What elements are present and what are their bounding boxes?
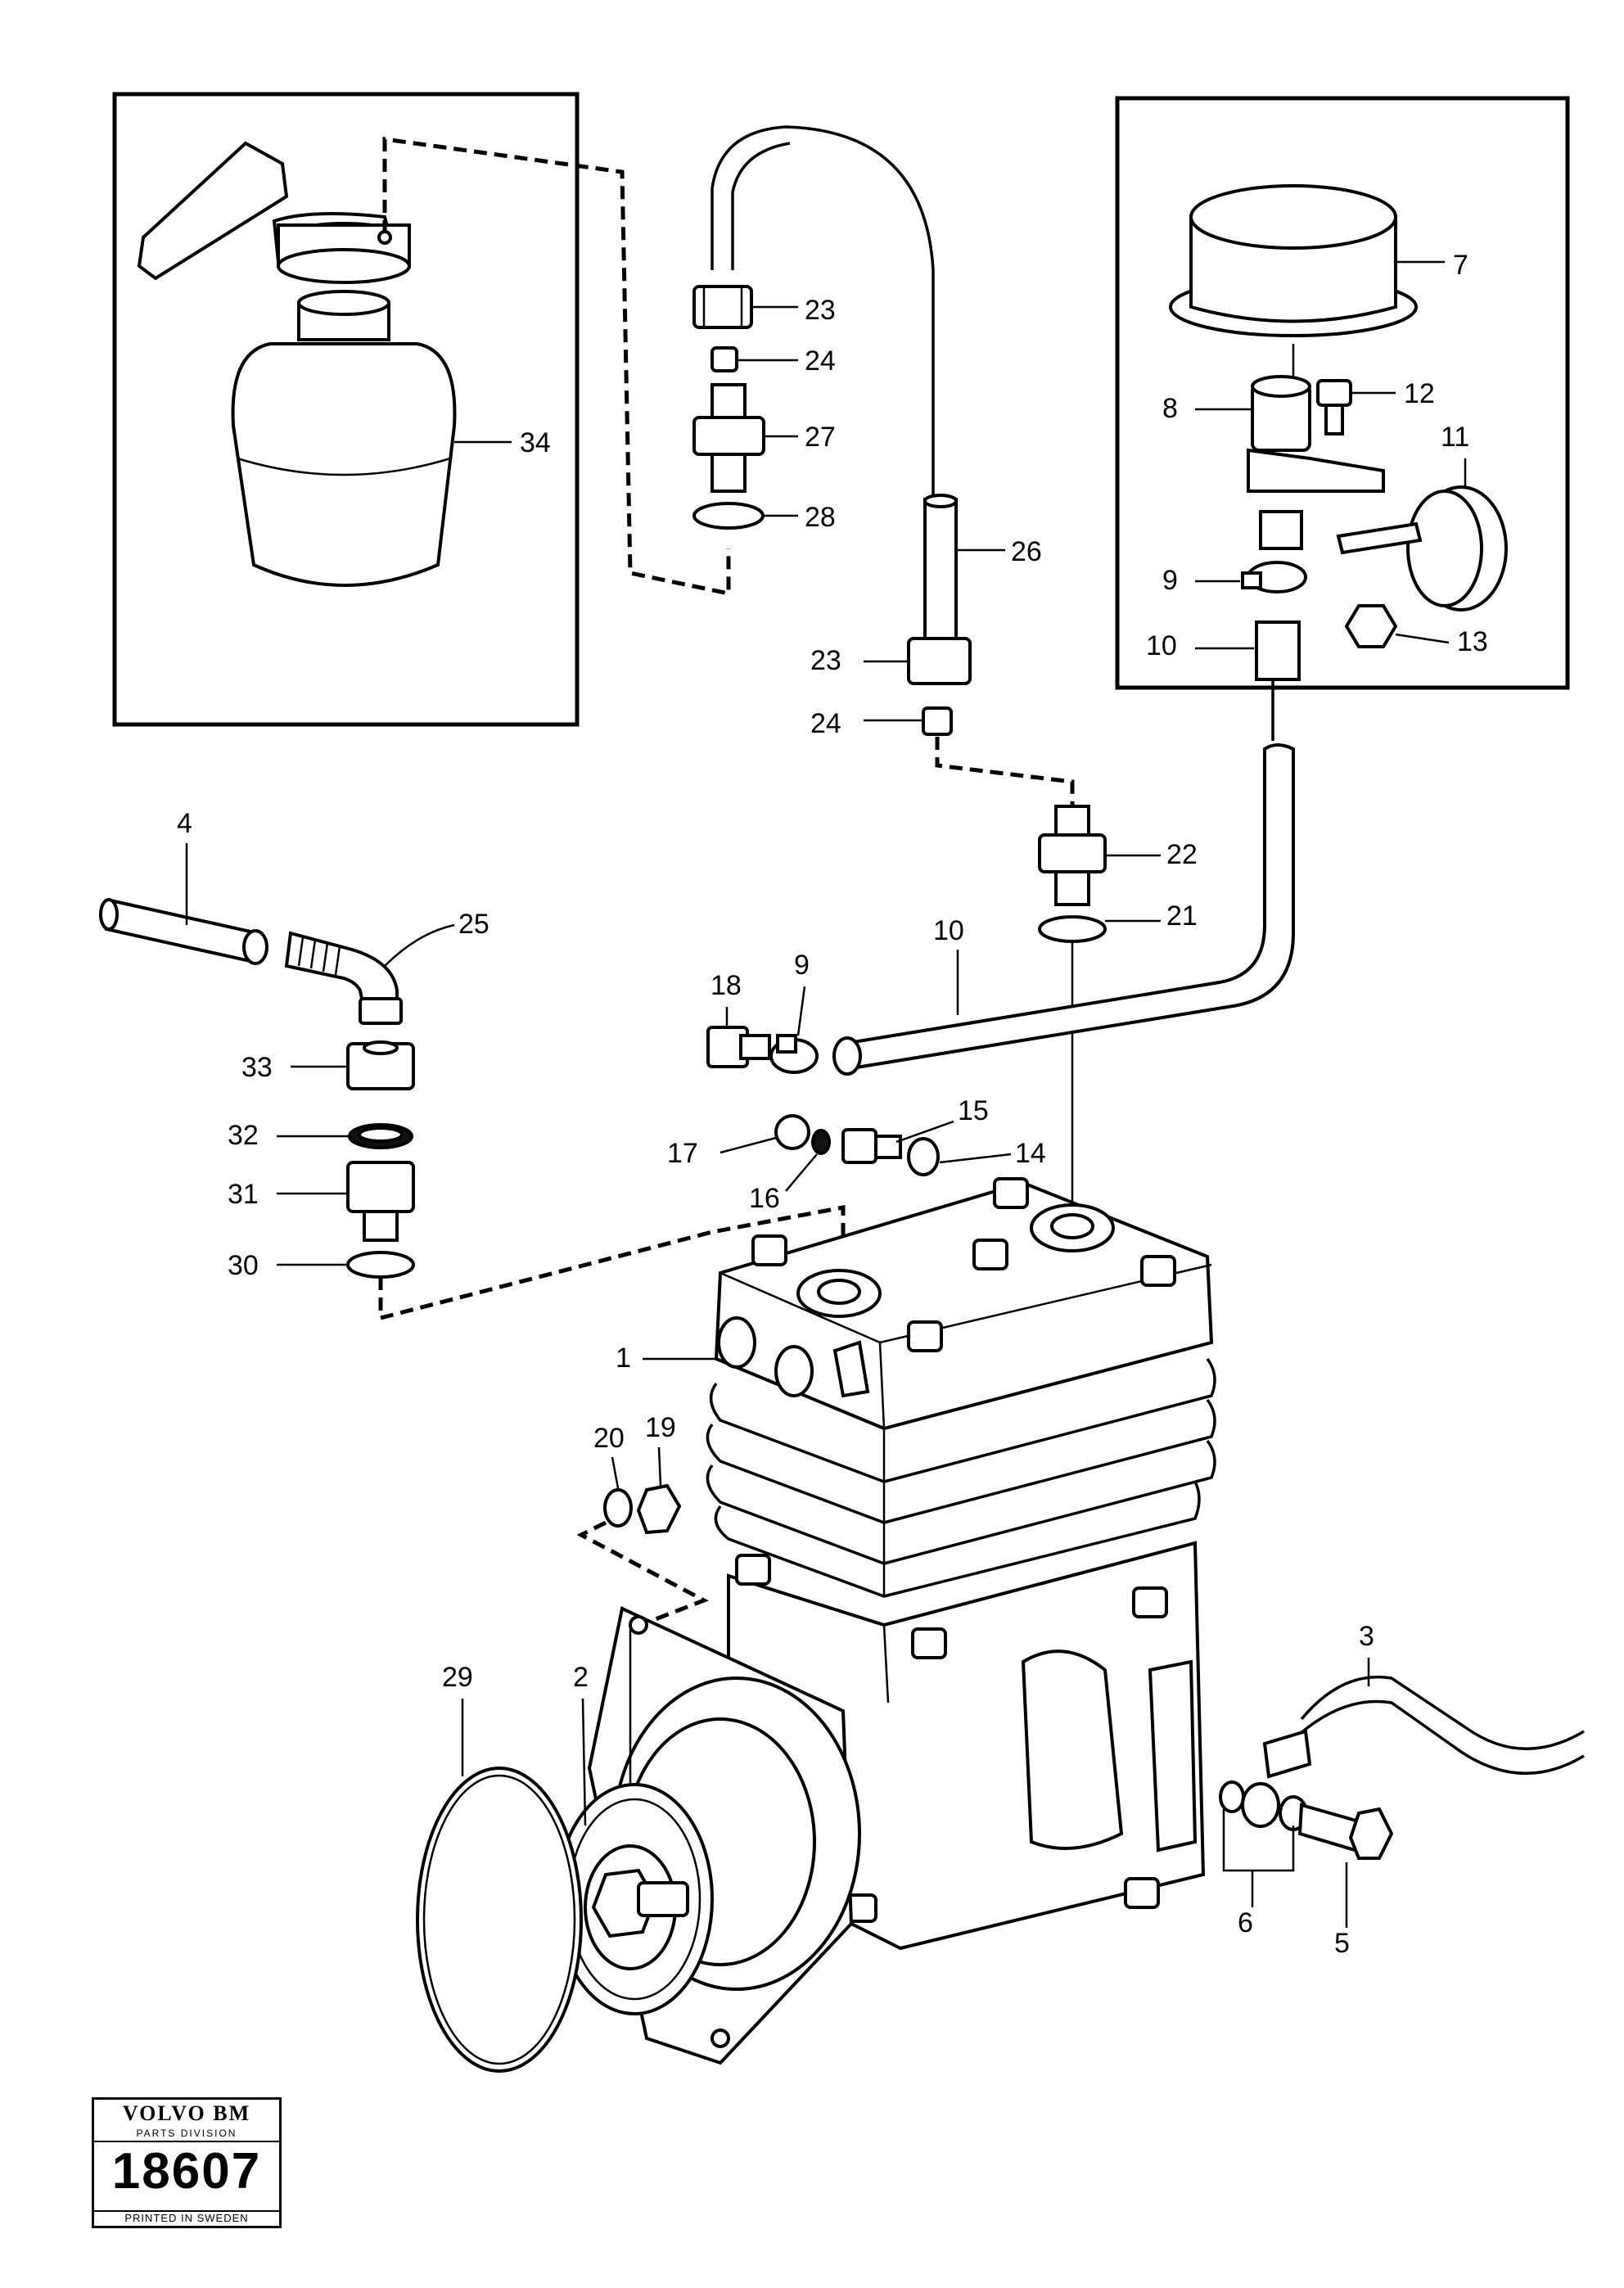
callout-15: 15: [958, 1095, 989, 1126]
diagram-number: 18607: [111, 2143, 262, 2200]
union-22: [1038, 805, 1107, 906]
washer-31: [346, 1251, 415, 1279]
callout-1: 1: [616, 1343, 631, 1374]
union-27: [692, 383, 765, 493]
callout-5: 5: [1334, 1928, 1350, 1959]
inset-box-right: [1115, 96, 1570, 690]
connector-8: [1247, 375, 1385, 550]
nut-23-lower: [907, 637, 972, 685]
ferrule-24-upper: [710, 346, 738, 372]
callout-23-lower: 23: [810, 645, 841, 676]
callout-32: 31: [228, 1179, 259, 1210]
clamp-11: [1336, 485, 1508, 611]
callout-22: 22: [1166, 839, 1198, 870]
callout-9-upper: 9: [1162, 565, 1178, 596]
callout-30: 34: [520, 427, 551, 458]
dashed-link-oil: [382, 137, 731, 597]
elbow-25: [284, 931, 403, 1025]
logo-divider: [94, 2141, 279, 2142]
dashed-link-pipe: [935, 737, 1075, 806]
callout-17: 17: [667, 1138, 698, 1169]
callout-16: 16: [749, 1183, 780, 1214]
callout-24-upper: 24: [805, 345, 836, 377]
callout-19: 19: [645, 1412, 676, 1443]
nut-34: [346, 1040, 415, 1090]
hose-10-upper: [1255, 621, 1301, 681]
callout-9-lower: 9: [794, 950, 810, 981]
oil-container-part-30: [137, 141, 457, 587]
nut-13: [1344, 604, 1398, 648]
callout-27: 27: [805, 422, 836, 453]
pipe-26: [710, 125, 935, 499]
washer-28: [692, 502, 765, 530]
gear-part-2: [555, 1783, 714, 2015]
callout-29: 29: [442, 1662, 473, 1693]
callout-33: 32: [228, 1120, 259, 1151]
callout-7: 7: [1453, 250, 1468, 281]
washer-20: [603, 1488, 633, 1528]
logo-printed: PRINTED IN SWEDEN: [94, 2210, 279, 2224]
volvo-bm-parts-stamp: VOLVO BM PARTS DIVISION 18607 PRINTED IN…: [92, 2097, 282, 2228]
nut-19: [636, 1483, 682, 1535]
screw-12: [1316, 379, 1352, 435]
callout-23-upper: 23: [805, 295, 836, 326]
callout-8: 8: [1162, 393, 1178, 424]
dashed-link-nut: [576, 1520, 709, 1631]
callout-26: 26: [1011, 536, 1042, 567]
banjo-6: [1219, 1780, 1308, 1831]
callout-10-upper: 10: [1146, 630, 1177, 661]
callout-14: 14: [1015, 1138, 1046, 1169]
callout-3: 3: [1359, 1621, 1374, 1652]
nut-23-upper: [692, 285, 753, 329]
connector-18: [706, 1026, 771, 1068]
callout-2: 2: [573, 1662, 589, 1693]
air-filter-part-7: [1169, 184, 1418, 337]
logo-brand: VOLVO BM: [122, 2101, 251, 2125]
callout-28: 28: [805, 502, 836, 533]
ferrule-24-lower: [922, 706, 953, 736]
hose-clip-9-upper: [1241, 561, 1307, 593]
nipple-32: [346, 1161, 415, 1242]
callout-4: 4: [177, 808, 192, 839]
callout-10-lower: 10: [933, 915, 964, 946]
washer-21: [1038, 915, 1107, 943]
union-15: [841, 1128, 902, 1164]
o-ring-29: [416, 1767, 583, 2073]
callout-12: 12: [1404, 378, 1435, 409]
callout-13: 13: [1457, 626, 1488, 657]
callout-11: 11: [1441, 422, 1469, 453]
pipe-4: [104, 898, 260, 964]
callout-20: 20: [593, 1423, 625, 1454]
callout-21: 21: [1166, 900, 1198, 932]
dashed-link-left: [378, 1204, 846, 1321]
callout-25: 25: [458, 909, 489, 940]
washer-14: [907, 1137, 940, 1176]
inset-box-left: [112, 92, 580, 727]
callout-6: 6: [1238, 1907, 1253, 1938]
washer-16: [811, 1129, 831, 1155]
logo-division: PARTS DIVISION: [136, 2128, 237, 2139]
adapter-17: [774, 1114, 810, 1150]
hose-3: [1300, 1675, 1585, 1751]
callout-34: 33: [241, 1052, 273, 1083]
callout-24-lower: 24: [810, 708, 841, 739]
callout-31: 30: [228, 1250, 259, 1281]
callout-18: 18: [710, 970, 742, 1001]
bolt-5: [1297, 1803, 1394, 1860]
hose-clip-9-lower: [769, 1034, 819, 1074]
